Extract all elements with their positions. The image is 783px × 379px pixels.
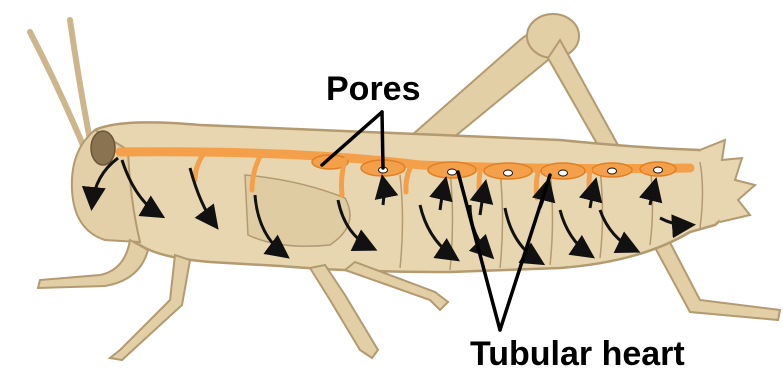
- antennae: [30, 20, 92, 150]
- pores-leader-right: [382, 112, 383, 168]
- pores-label: Pores: [326, 70, 421, 109]
- tubular-heart-label: Tubular heart: [470, 335, 685, 374]
